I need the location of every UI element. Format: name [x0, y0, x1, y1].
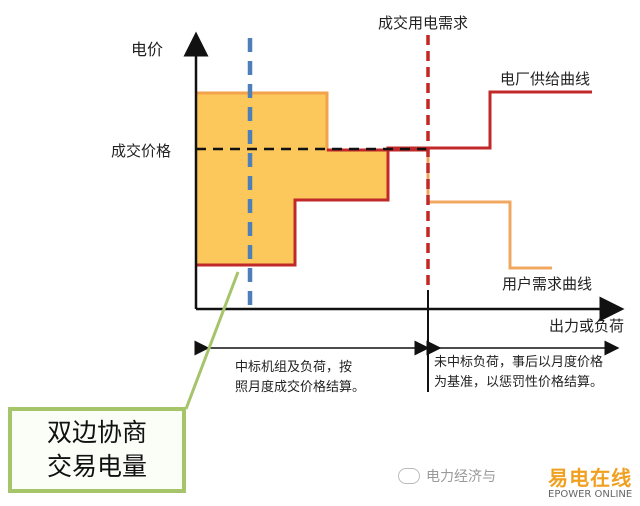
callout-line-1: 双边协商 — [46, 418, 147, 447]
epower-logo: 易电在线 EPOWER ONLINE — [548, 462, 632, 500]
x-axis-label: 出力或负荷 — [549, 317, 624, 335]
demand-title: 成交用电需求 — [378, 14, 468, 32]
watermark-text: 电力经济与 — [426, 469, 496, 485]
callout-pointer — [184, 271, 240, 410]
watermark: 电力经济与 — [398, 466, 496, 486]
settle-left-line-1: 中标机组及负荷，按 — [235, 360, 352, 375]
bilateral-volume-area — [196, 93, 388, 265]
logo-en: EPOWER ONLINE — [548, 489, 633, 500]
demand-curve-label: 用户需求曲线 — [502, 275, 592, 293]
logo-cn: 易电在线 — [548, 466, 633, 490]
bilateral-trade-callout: 双边协商 交易电量 — [8, 407, 186, 493]
y-axis-label: 电价 — [131, 40, 163, 59]
callout-line-2: 交易电量 — [46, 452, 147, 481]
settle-right-line-1: 未中标负荷，事后以月度价格 — [434, 354, 603, 370]
settle-right-line-2: 为基准，以惩罚性价格结算。 — [434, 374, 603, 390]
settle-left-line-2: 照月度成交价格结算。 — [235, 379, 365, 395]
supply-curve-label: 电厂供给曲线 — [500, 70, 590, 88]
wechat-icon — [398, 468, 420, 484]
demand-curve-lower — [426, 150, 552, 270]
clearing-price-label: 成交价格 — [111, 142, 171, 160]
supply-curve — [196, 90, 592, 267]
